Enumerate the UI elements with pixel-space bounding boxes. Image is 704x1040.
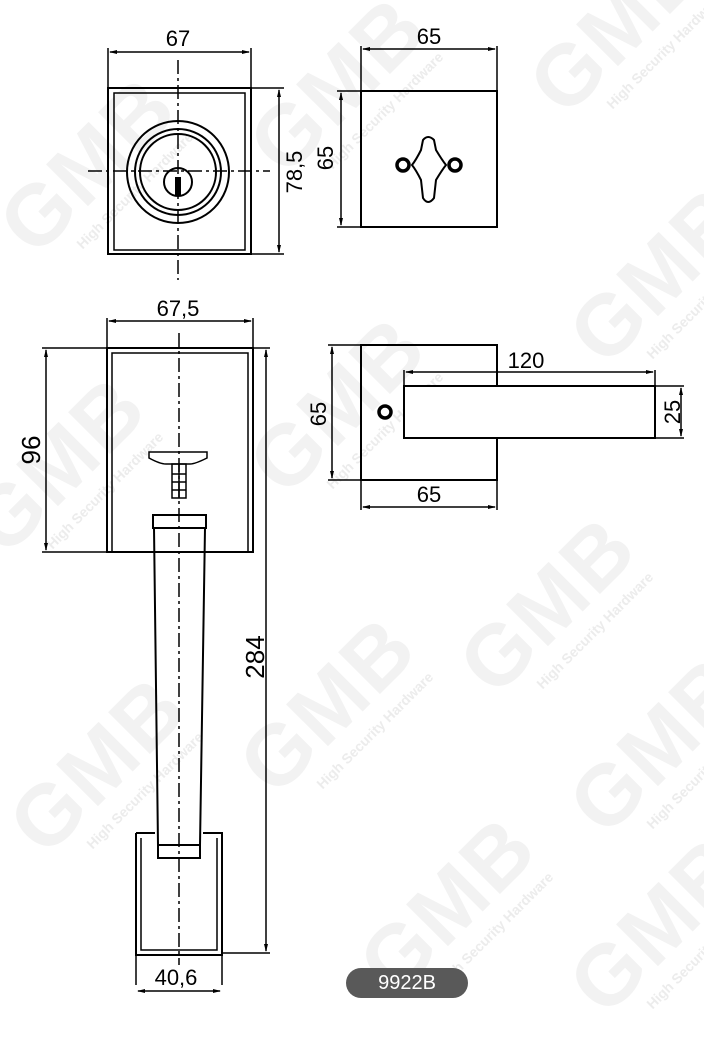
- dim-rose-width: 65: [417, 482, 441, 507]
- dim-plate-width: 67,5: [157, 296, 200, 321]
- handleset-front-view: [42, 318, 270, 993]
- dim-plate-height: 96: [16, 436, 46, 465]
- dim-backplate-width: 65: [417, 24, 441, 49]
- dim-rose-height: 65: [306, 402, 331, 426]
- dim-deadbolt-width: 67: [166, 26, 190, 51]
- dim-deadbolt-height: 78,5: [282, 151, 307, 194]
- deadbolt-back-view: [337, 46, 498, 228]
- lever-back-view: [328, 344, 684, 510]
- dim-backplate-height: 65: [313, 146, 338, 170]
- dim-bottom-width: 40,6: [155, 965, 198, 990]
- deadbolt-front-view: [88, 48, 284, 280]
- dim-lever-height: 25: [660, 400, 685, 424]
- dim-overall-height: 284: [240, 635, 270, 678]
- model-number-badge: 9922B: [346, 968, 468, 998]
- dim-lever-length: 120: [508, 348, 545, 373]
